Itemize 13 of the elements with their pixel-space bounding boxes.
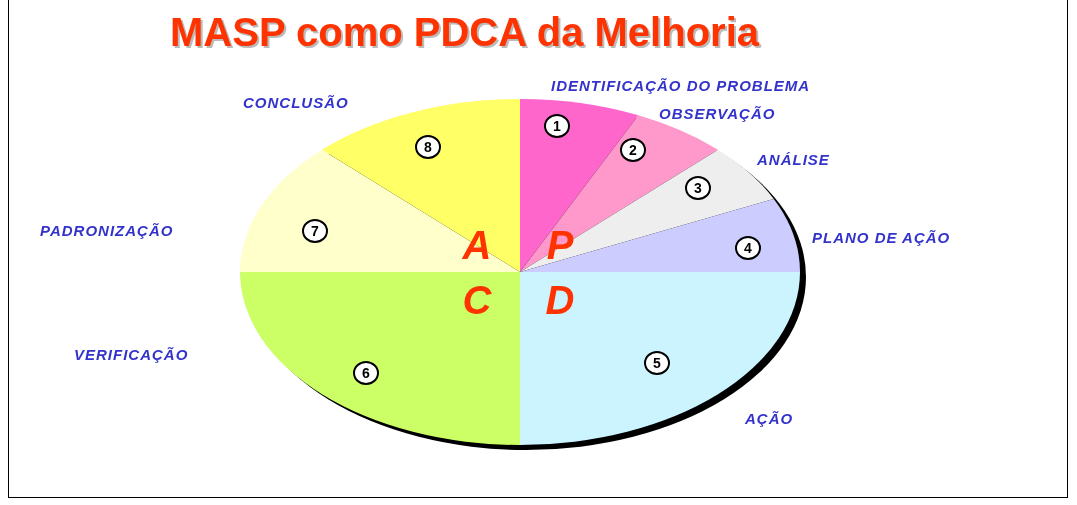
- quadrant-letter: P: [546, 225, 574, 265]
- stage-label: VERIFICAÇÃO: [74, 346, 189, 363]
- stage-label: PLANO DE AÇÃO: [812, 229, 951, 246]
- stage-label: PADRONIZAÇÃO: [40, 222, 174, 239]
- stage-label: OBSERVAÇÃO: [659, 105, 776, 122]
- stage-label: AÇÃO: [745, 410, 794, 427]
- title: MASP como PDCA da Melhoria: [170, 10, 759, 55]
- stage-label: CONCLUSÃO: [243, 94, 349, 111]
- quadrant-letter: D: [545, 280, 575, 320]
- stage-label: ANÁLISE: [757, 151, 830, 168]
- stage-label: IDENTIFICAÇÃO DO PROBLEMA: [551, 77, 811, 94]
- quadrant-letter: A: [462, 225, 492, 265]
- quadrant-letter: C: [462, 280, 492, 320]
